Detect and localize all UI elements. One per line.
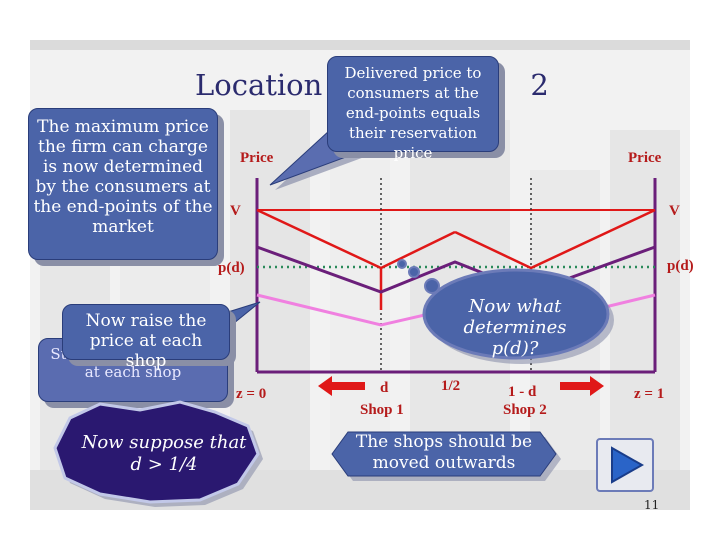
price-label-left: Price [240, 150, 274, 166]
next-slide-button[interactable] [596, 438, 654, 492]
v-label-right: V [669, 203, 680, 219]
one-minus-d-label: 1 - d [508, 384, 537, 400]
shop2-label: Shop 2 [503, 402, 547, 418]
v-label-left: V [230, 203, 241, 219]
what-determines-callout: Now what determines p(d)? [463, 296, 567, 359]
shop1-label: Shop 1 [360, 402, 404, 418]
z0-label: z = 0 [236, 386, 267, 402]
left-arrow [318, 376, 365, 396]
page-number: 11 [644, 498, 660, 512]
z1-label: z = 1 [634, 386, 665, 402]
pd-label-left: p(d) [218, 260, 245, 276]
suppose-callout: Now suppose that d > 1/4 [81, 432, 247, 475]
purple-price-lines [256, 245, 656, 294]
pd-label-right: p(d) [667, 258, 694, 274]
d-label: d [380, 380, 389, 396]
shops-outwards-callout: The shops should be moved outwards [355, 432, 533, 473]
price-label-right: Price [628, 150, 662, 166]
raise-price-callout: Now raise the price at each shop [62, 304, 230, 371]
half-label: 1/2 [441, 378, 461, 394]
delivered-price-callout: Delivered price to consumers at the end-… [327, 56, 499, 162]
right-arrow [560, 376, 604, 396]
max-price-callout: The maximum price the firm can charge is… [28, 108, 218, 260]
red-price-lines-shop2 [454, 208, 656, 270]
play-icon [611, 446, 645, 484]
